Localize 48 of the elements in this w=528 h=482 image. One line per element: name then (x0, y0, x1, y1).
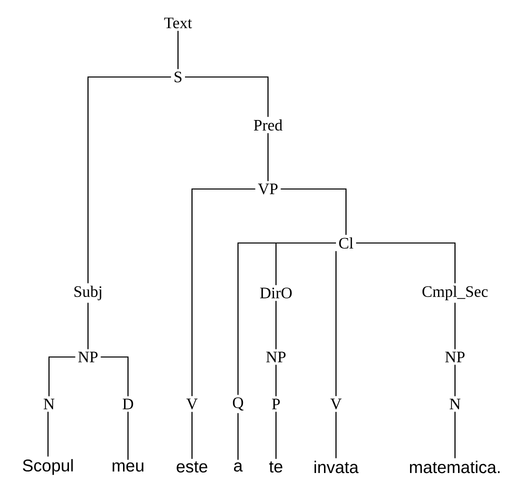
category-label: NP (266, 352, 286, 362)
tree-branch (454, 364, 456, 396)
word-label: a (234, 462, 243, 472)
category-label: Subj (74, 286, 102, 300)
tree-branch (100, 356, 129, 396)
word-label: invata (314, 460, 359, 474)
category-label: Q (232, 397, 244, 411)
word-label: meu (112, 462, 144, 472)
category-label: Cl (339, 237, 354, 249)
word-label: te (269, 461, 282, 473)
tree-branch (87, 76, 172, 284)
category-label: S (174, 72, 182, 82)
category-label: VP (258, 184, 278, 194)
tree-branch (335, 412, 337, 458)
tree-branch (267, 133, 269, 182)
category-label: DirO (260, 288, 292, 298)
tree-branch (275, 412, 277, 459)
tree-branch (275, 364, 277, 396)
word-label: Scopul (22, 459, 73, 475)
tree-branch (280, 188, 347, 235)
word-label: este (176, 461, 208, 473)
tree-branch (454, 302, 456, 350)
category-label: Cmpl_Sec (422, 286, 488, 300)
tree-branch (275, 300, 277, 350)
tree-branch (356, 242, 456, 284)
word-label: matematica. (410, 460, 500, 474)
category-label: V (330, 398, 342, 410)
tree-branch (87, 302, 89, 350)
tree-branch (47, 412, 49, 457)
tree-branch (275, 242, 336, 286)
tree-branch (177, 30, 179, 70)
category-label: V (186, 398, 198, 410)
category-label: P (272, 398, 280, 410)
tree-branch (48, 356, 76, 396)
category-label: NP (445, 352, 465, 362)
category-label: N (450, 398, 460, 410)
tree-branch (127, 412, 129, 460)
tree-branch (191, 412, 193, 459)
category-label: Text (164, 18, 192, 28)
tree-branch (185, 76, 269, 117)
category-label: N (44, 398, 54, 410)
category-label: D (122, 398, 134, 410)
tree-branch (237, 413, 239, 460)
tree-branch (191, 188, 256, 396)
category-label: Pred (254, 119, 282, 131)
tree-branch (454, 412, 456, 458)
tree-branch (335, 251, 337, 396)
category-label: NP (78, 352, 98, 362)
